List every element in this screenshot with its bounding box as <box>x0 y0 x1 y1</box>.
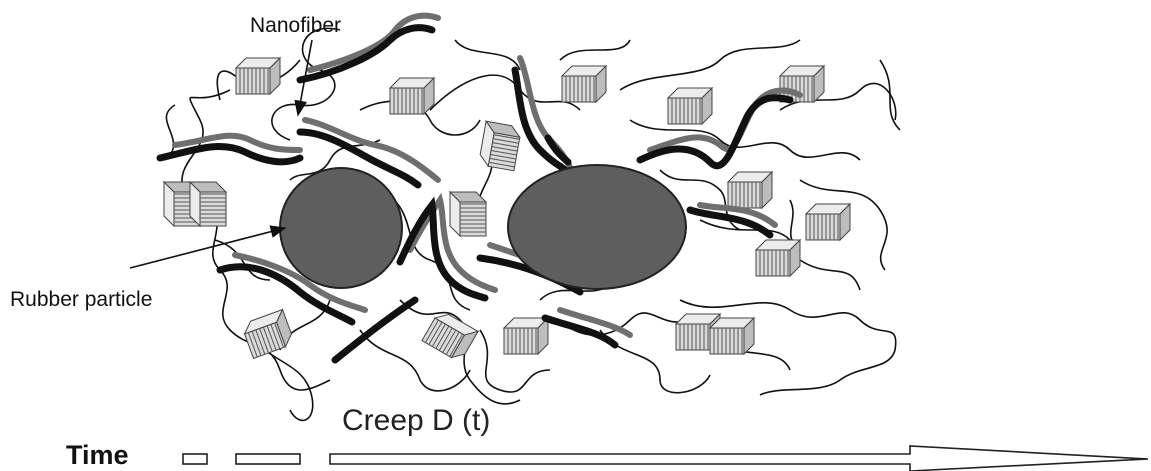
rubber-particle-label: Rubber particle <box>10 288 153 311</box>
time-label: Time <box>66 440 129 470</box>
time-dash-medium <box>235 453 301 465</box>
annotation-arrows <box>129 39 313 269</box>
time-bar <box>182 445 1149 471</box>
nanofiber-label: Nanofiber <box>250 14 342 37</box>
nanofiber-arrow <box>294 39 313 117</box>
time-dash-short <box>182 453 208 465</box>
time-arrow <box>329 445 1149 471</box>
rubber-particle-left <box>279 167 403 289</box>
rubber-particles <box>279 164 687 290</box>
polymer-chains <box>164 27 901 422</box>
creep-label: Creep D (t) <box>342 404 491 437</box>
nanofibers <box>156 12 803 364</box>
rubber-particle-arrow <box>129 225 287 269</box>
rubber-particle-right <box>507 164 687 290</box>
